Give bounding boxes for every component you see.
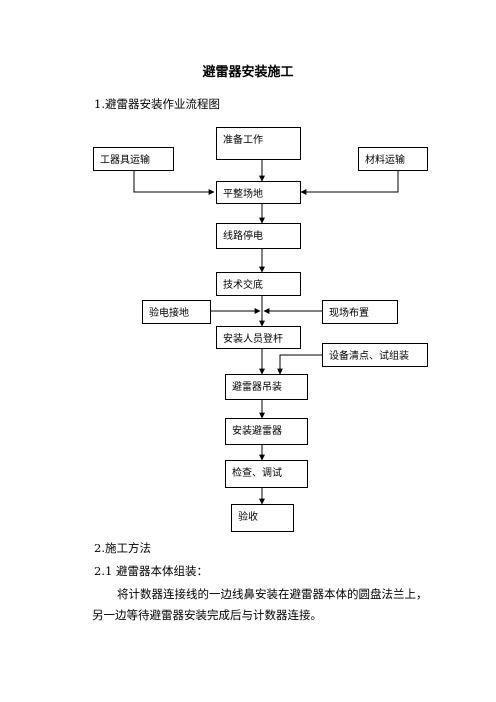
flow-step-install-arrester: 安装避雷器 (225, 418, 308, 445)
subsection-heading: 2.1 避雷器本体组装： (94, 564, 208, 578)
flow-step-line-outage: 线路停电 (216, 223, 301, 249)
flow-step-inspect-test: 检查、调试 (225, 460, 308, 488)
paragraph-line-2: 另一边等待避雷器安装完成后与计数器连接。 (92, 608, 322, 622)
flow-step-acceptance: 验收 (231, 504, 294, 532)
flow-step-material-transport: 材料运输 (358, 147, 428, 171)
document-title: 避雷器安装施工 (202, 65, 294, 80)
flow-step-tools-transport: 工器具运输 (93, 147, 174, 171)
flow-step-tech-briefing: 技术交底 (216, 272, 301, 296)
section2-heading: 2.施工方法 (94, 541, 151, 555)
flow-step-grounding-check: 验电接地 (142, 300, 211, 324)
flow-step-equipment-check: 设备清点、试组装 (322, 343, 428, 367)
flow-step-climb-pole: 安装人员登杆 (216, 326, 301, 349)
section1-heading: 1.避雷器安装作业流程图 (94, 97, 220, 111)
flow-step-site-leveling: 平整场地 (216, 181, 301, 204)
flow-step-arrester-lifting: 避雷器吊装 (225, 374, 308, 400)
flow-step-prepare: 准备工作 (216, 127, 301, 160)
flow-step-site-layout: 现场布置 (322, 300, 398, 324)
paragraph-line-1: 将计数器连接线的一边线鼻安装在避雷器本体的圆盘法兰上， (117, 587, 428, 601)
